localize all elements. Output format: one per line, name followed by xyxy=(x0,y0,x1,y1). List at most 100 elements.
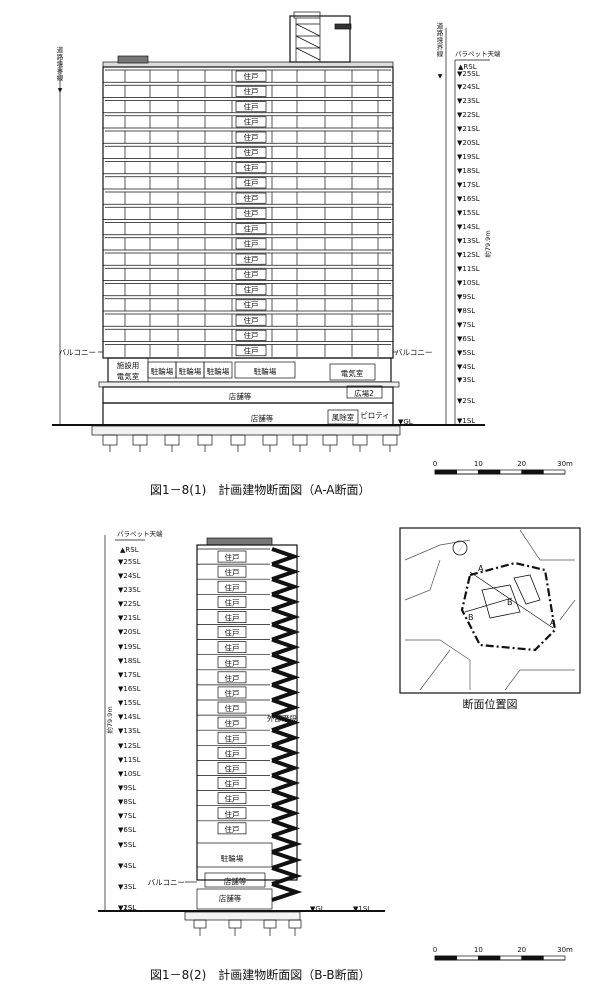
unit-box-bb xyxy=(217,565,247,578)
floor-label-bb: ▼25SL xyxy=(118,558,141,566)
unit-box-bb xyxy=(217,807,247,820)
unit-label: 住戸 xyxy=(244,117,259,127)
pile-cap-bb xyxy=(228,919,242,929)
rsl-label-aa: ▲RSL xyxy=(458,63,477,71)
unit-box-bb xyxy=(217,550,247,563)
unit-label-bb: 住戸 xyxy=(225,597,240,607)
unit-box xyxy=(235,70,267,82)
unit-box xyxy=(235,177,267,189)
ext-stair-label: 外部階段 xyxy=(267,713,297,723)
scale-aa-label: 0 xyxy=(433,460,437,468)
room-elec-label-2: 電気室 xyxy=(117,371,140,381)
unit-label: 住戸 xyxy=(244,315,259,325)
unit-box-bb xyxy=(217,762,247,774)
unit-box-bb xyxy=(217,626,247,638)
unit-label-bb: 住戸 xyxy=(225,567,240,577)
site-boundary xyxy=(460,561,557,652)
floor-label-bb: ▼9SL xyxy=(118,784,136,792)
ext-stair-flight-lower xyxy=(271,866,303,886)
unit-label: 住戸 xyxy=(244,193,259,203)
room-piloti-label: ピロティ xyxy=(360,411,390,420)
unit-box xyxy=(235,192,267,204)
unit-label-bb: 住戸 xyxy=(225,673,240,683)
penthouse-brace xyxy=(295,35,321,49)
keymap-title: 断面位置図 xyxy=(463,697,518,711)
floor-label-bb: ▼3SL xyxy=(118,883,136,891)
ext-stair-flight xyxy=(271,683,301,702)
floor-label-aa: ▼14SL xyxy=(457,223,480,231)
floor-label-aa: ▼19SL xyxy=(457,153,480,161)
floor-label-bb: ▼5SL xyxy=(118,841,136,849)
floor-label-aa: ▼8SL xyxy=(457,307,475,315)
unit-box xyxy=(235,162,267,174)
section-2-caption: 図1－8(2) 計画建物断面図（B-B断面） xyxy=(150,968,371,982)
height-label-aa: 約79.9m xyxy=(483,230,492,257)
room-bike-label: 駐輪場 xyxy=(179,366,202,376)
ext-stair-flight xyxy=(271,577,301,597)
unit-label-bb: 住戸 xyxy=(225,764,240,774)
floor-label-aa: ▼17SL xyxy=(457,181,480,189)
pile-cap xyxy=(230,434,246,446)
unit-box xyxy=(235,345,267,357)
floor-label-bb: ▼21SL xyxy=(118,614,141,622)
scale-bb-label: 10 xyxy=(474,946,483,954)
room-shops2-bb-label: 店舗等 xyxy=(219,893,242,903)
north-arrow-needle xyxy=(456,540,466,556)
unit-box xyxy=(235,253,267,265)
unit-label-bb: 住戸 xyxy=(225,824,240,834)
floor-label-aa: ▼4SL xyxy=(457,363,475,371)
gl-label-aa: ▼GL xyxy=(398,418,413,426)
ext-stair-flight xyxy=(271,622,301,642)
floor-label-aa: ▼16SL xyxy=(457,195,480,203)
unit-label-bb: 住戸 xyxy=(225,628,240,638)
building-outline xyxy=(481,584,521,619)
floor-label-aa: ▼11SL xyxy=(457,265,480,273)
street-line xyxy=(504,669,575,691)
unit-box-bb xyxy=(217,580,247,593)
floor-label-bb: ▼14SL xyxy=(118,713,141,721)
unit-label: 住戸 xyxy=(244,178,259,188)
unit-box xyxy=(235,223,267,235)
penthouse-brace xyxy=(295,23,321,37)
floor-label-aa: ▼20SL xyxy=(457,139,480,147)
scale-bb-label: 0 xyxy=(433,946,437,954)
parapet-label-aa: パラペット天端 xyxy=(455,49,501,58)
floor-label-aa: ▼10SL xyxy=(457,279,480,287)
road-boundary-left-label-char: 線 xyxy=(57,73,64,82)
road-boundary-right-marker: ▼ xyxy=(438,73,443,80)
keymap-label-a1: A xyxy=(478,564,484,573)
floor-label-aa: ▼13SL xyxy=(457,237,480,245)
foundation-bb xyxy=(184,911,301,921)
balcony-left-label: バルコニー xyxy=(59,348,96,357)
room-bike-label: 駐輪場 xyxy=(254,366,277,376)
unit-box xyxy=(235,85,267,97)
floor-label-aa: ▼18SL xyxy=(457,167,480,175)
balcony-right-label: バルコニー xyxy=(395,348,432,357)
unit-label-bb: 住戸 xyxy=(225,718,240,728)
floor-label-bb: ▼8SL xyxy=(118,798,136,806)
pile-cap-bb xyxy=(193,919,207,929)
unit-box xyxy=(235,329,267,341)
floor-label-bb: ▼16SL xyxy=(118,685,141,693)
roof-equipment xyxy=(117,55,149,64)
room-windbreak-label: 風除室 xyxy=(332,412,355,422)
unit-label: 住戸 xyxy=(244,284,259,294)
unit-label-bb: 住戸 xyxy=(225,748,240,758)
ext-stair-flight xyxy=(271,788,301,808)
keymap-label-b2: B xyxy=(507,598,513,607)
ext-stair-flight xyxy=(271,773,301,793)
floor-label-bb: ▼20SL xyxy=(118,628,141,636)
room-bike-label: 駐輪場 xyxy=(207,366,230,376)
pile-cap xyxy=(197,434,213,446)
ext-stair-flight xyxy=(271,818,301,838)
floor-label-bb: ▼17SL xyxy=(118,671,141,679)
pile-cap xyxy=(132,434,148,446)
road-boundary-right-label-char: 道 xyxy=(437,21,444,30)
ext-stair-flight xyxy=(271,562,301,582)
unit-label-bb: 住戸 xyxy=(225,552,240,562)
section-line-aa xyxy=(469,571,554,629)
north-arrow-icon xyxy=(452,540,468,556)
floor-label-bb: ▼11SL xyxy=(118,756,141,764)
penthouse-brace xyxy=(295,47,321,61)
floor-label-aa: ▼7SL xyxy=(457,321,475,329)
